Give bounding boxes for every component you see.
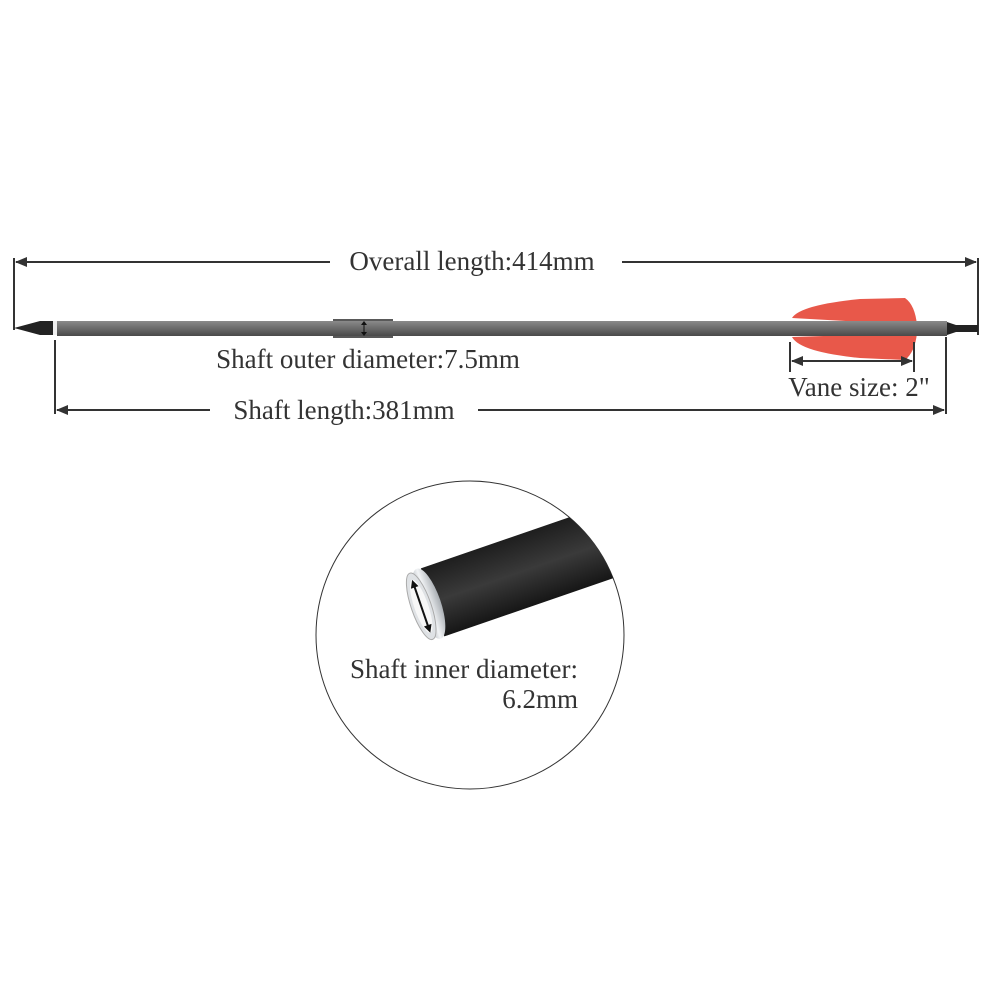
shaft-length-label: Shaft length:381mm xyxy=(233,395,454,425)
shaft-outer-diameter-label: Shaft outer diameter:7.5mm xyxy=(216,344,520,374)
outer-diameter-arrow-icon xyxy=(361,321,367,336)
arrow-illustration xyxy=(14,298,978,360)
shaft-tube xyxy=(405,481,624,641)
inner-diameter-detail: Shaft inner diameter: 6.2mm xyxy=(315,480,625,790)
point-collar xyxy=(53,321,57,335)
vane-size-label: Vane size: 2" xyxy=(788,372,929,402)
shaft-inner-diameter-label: Shaft inner diameter: xyxy=(350,654,578,684)
vane-bottom xyxy=(792,333,917,360)
shaft xyxy=(57,321,947,336)
overall-length-label: Overall length:414mm xyxy=(349,246,594,276)
shaft-inner-diameter-value: 6.2mm xyxy=(502,684,578,714)
inner-diameter-arrow-icon xyxy=(410,579,432,633)
overall-length-dimension: Overall length:414mm xyxy=(13,246,979,335)
vane-top xyxy=(792,298,917,325)
arrow-point xyxy=(14,321,54,335)
nock xyxy=(947,322,978,335)
shaft-length-dimension: Shaft length:381mm xyxy=(54,337,947,425)
vane-size-dimension: Vane size: 2" xyxy=(788,342,930,402)
